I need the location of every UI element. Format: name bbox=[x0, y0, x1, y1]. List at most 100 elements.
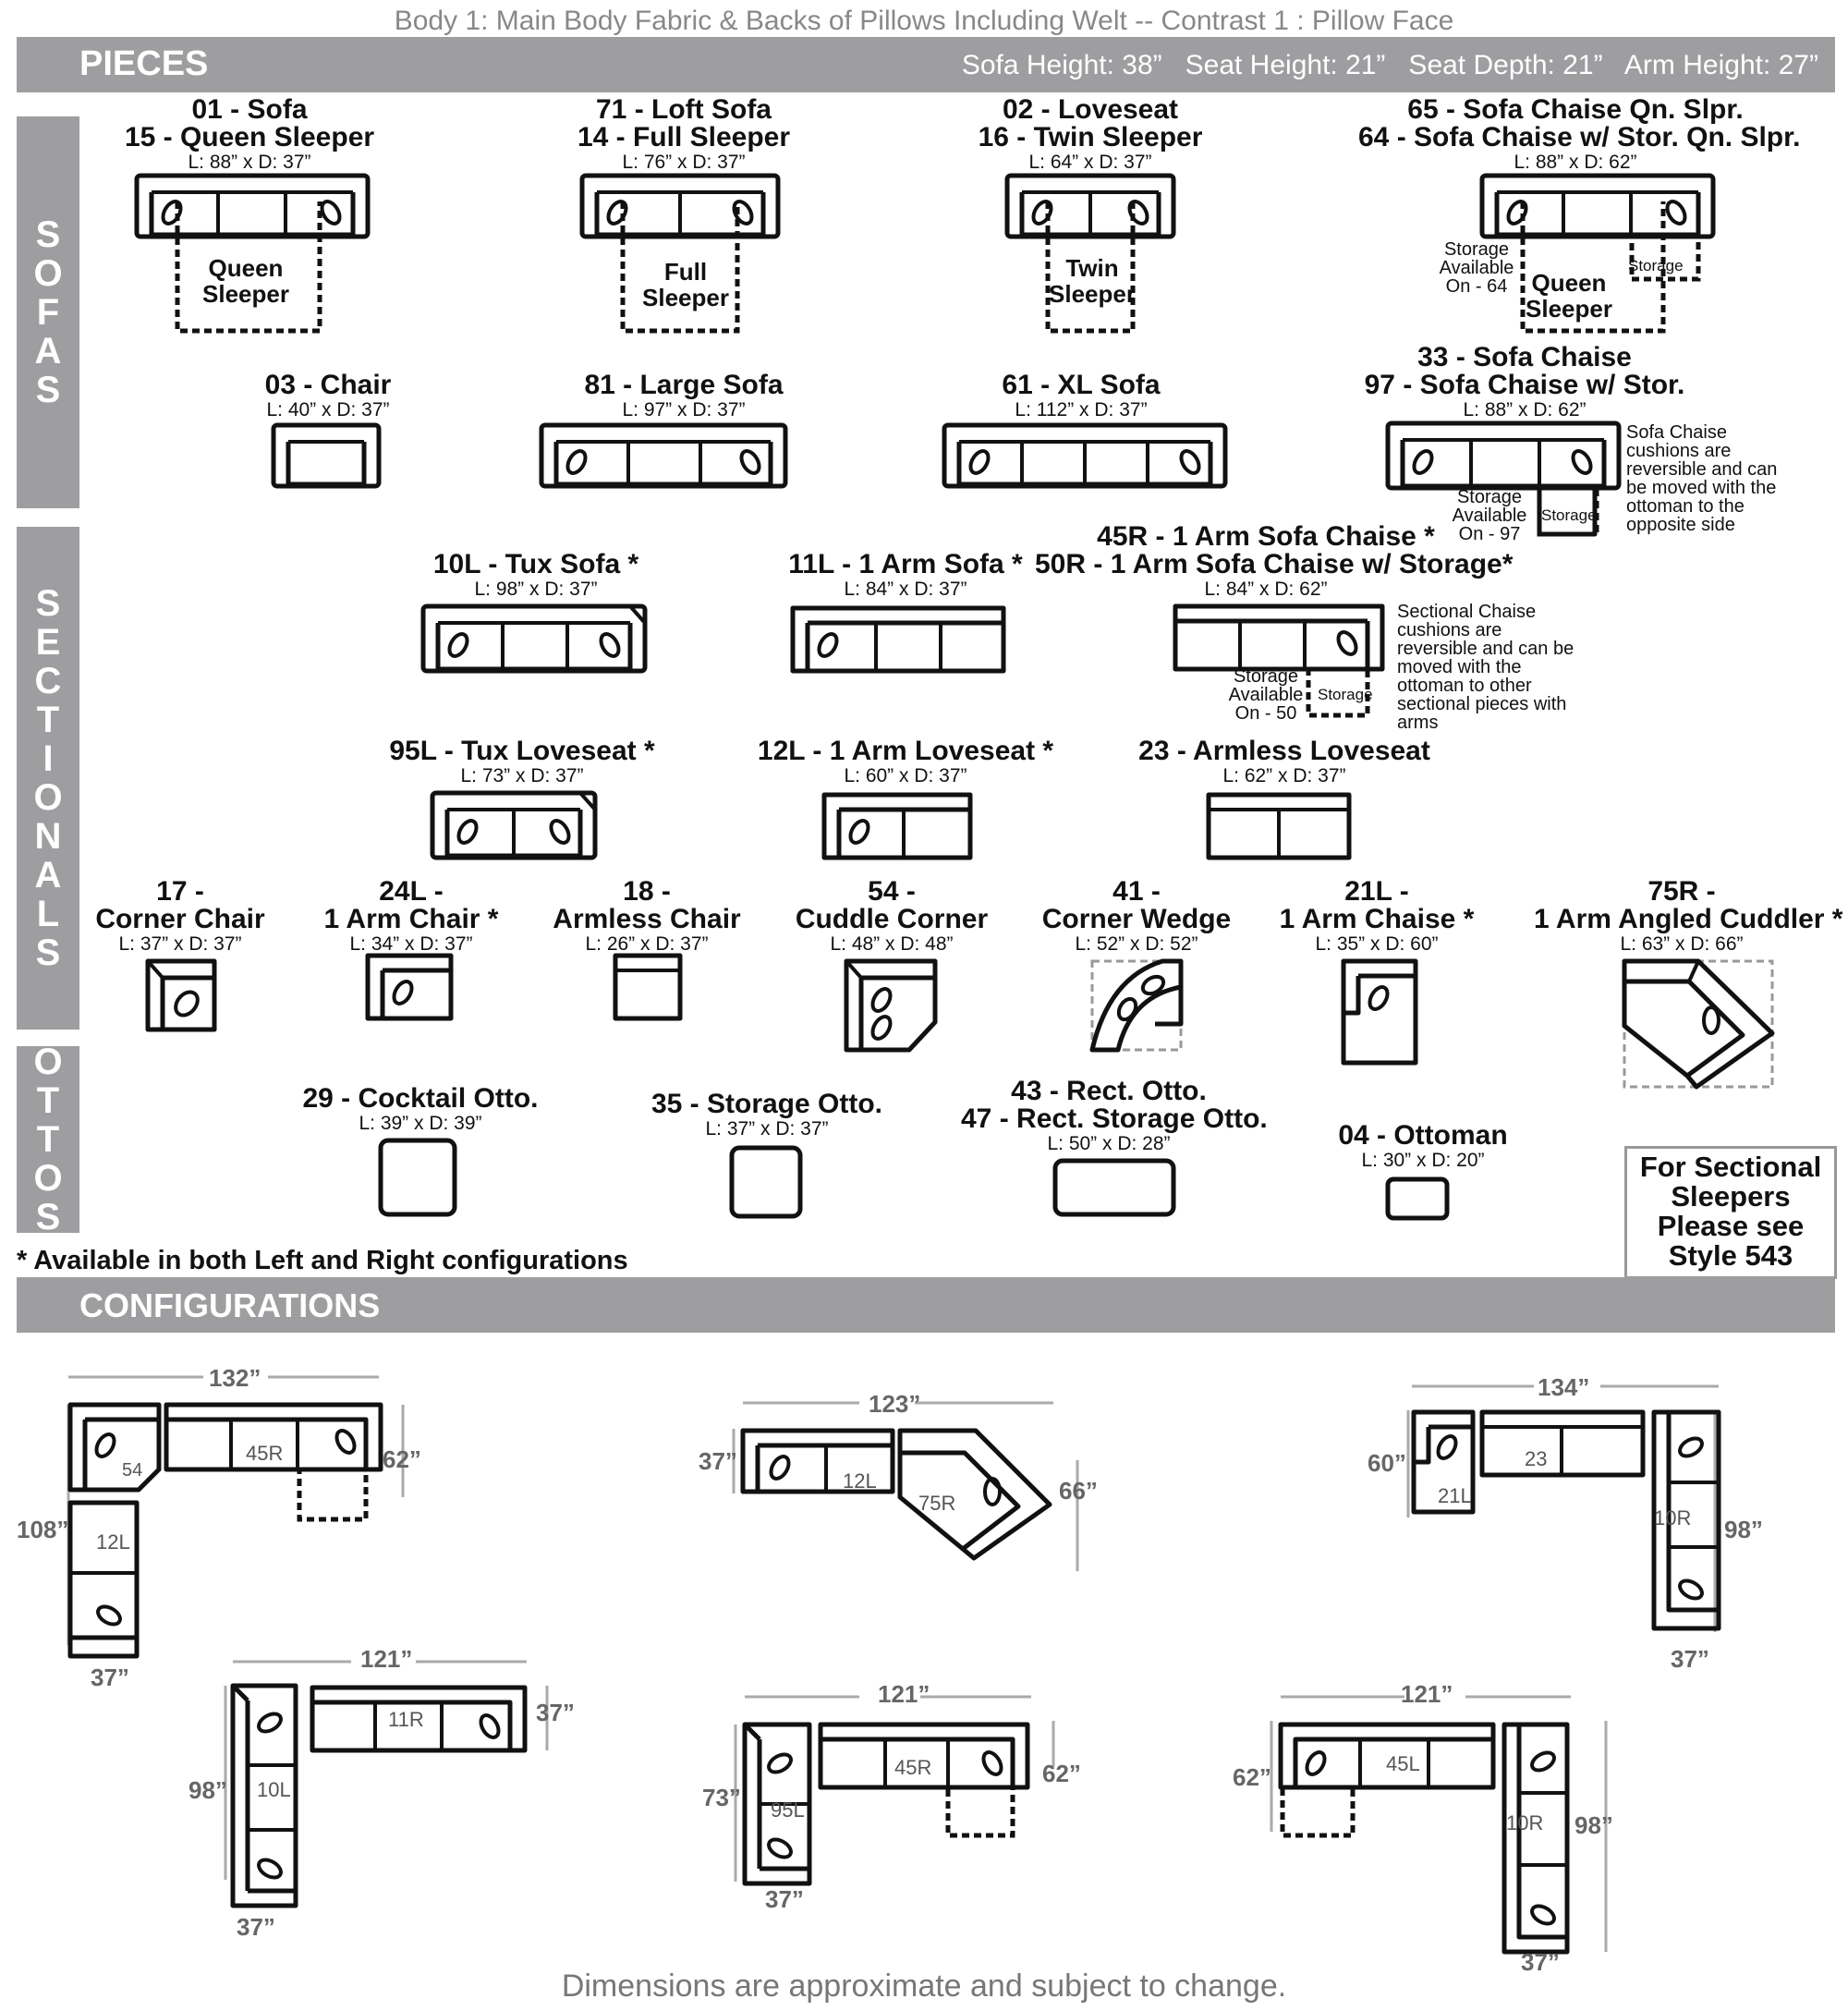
config-5-left-dim: 73” bbox=[702, 1784, 741, 1811]
config-5-piece-45R: 45R bbox=[894, 1756, 932, 1779]
piece-04-ottoman-drawing bbox=[1385, 1176, 1450, 1221]
config-6-bottom-dim: 37” bbox=[1521, 1948, 1560, 1976]
config-3-top-dim: 134” bbox=[1538, 1373, 1590, 1401]
piece-45R-label: 45R - 1 Arm Sofa Chaise *50R - 1 Arm Sof… bbox=[1035, 521, 1514, 601]
piece-17-corner-chair-drawing bbox=[145, 958, 217, 1032]
piece-43-rect-ottoman-drawing bbox=[1052, 1158, 1176, 1217]
piece-21L-label: 21L -1 Arm Chaise *L: 35” x D: 60” bbox=[1279, 876, 1475, 956]
config-4-bottom-dim: 37” bbox=[237, 1913, 275, 1941]
config-3-left-dim: 60” bbox=[1368, 1449, 1406, 1477]
piece-43-label: 43 - Rect. Otto.47 - Rect. Storage Otto.… bbox=[961, 1076, 1268, 1155]
piece-35-label: 35 - Storage Otto.L: 37” x D: 37” bbox=[650, 1089, 883, 1140]
dimensions-disclaimer: Dimensions are approximate and subject t… bbox=[561, 1968, 1287, 2004]
config-5-drawing bbox=[734, 1695, 1055, 1886]
config-5-bottom-dim: 37” bbox=[765, 1885, 804, 1913]
piece-75R-label: 75R -1 Arm Angled Cuddler *L: 63” x D: 6… bbox=[1534, 876, 1843, 956]
config-3-piece-21L: 21L bbox=[1438, 1484, 1472, 1507]
config-2-drawing bbox=[732, 1401, 1079, 1571]
piece-65-storage-tag: Storage bbox=[1628, 257, 1684, 274]
fabric-note: Body 1: Main Body Fabric & Backs of Pill… bbox=[394, 6, 1454, 36]
config-6-right-dim: 98” bbox=[1574, 1811, 1613, 1839]
piece-24L-1-arm-chair-drawing bbox=[365, 953, 454, 1021]
config-2-piece-75R: 75R bbox=[918, 1492, 956, 1515]
config-1-drawing bbox=[67, 1375, 405, 1659]
configurations-header: CONFIGURATIONS bbox=[17, 1277, 1835, 1333]
piece-12L-1-arm-loveseat-drawing bbox=[821, 792, 973, 860]
piece-23-armless-loveseat-drawing bbox=[1206, 792, 1352, 860]
config-5-top-dim: 121” bbox=[878, 1680, 930, 1708]
piece-95L-label: 95L - Tux Loveseat *L: 73” x D: 37” bbox=[389, 736, 655, 787]
pieces-specs: Sofa Height: 38” Seat Height: 21” Seat D… bbox=[961, 50, 1818, 80]
piece-45R-1-arm-sofa-chaise-drawing bbox=[1173, 603, 1385, 718]
config-4-piece-10L: 10L bbox=[257, 1778, 291, 1801]
config-2-left-dim: 37” bbox=[699, 1447, 737, 1475]
piece-01-sofa-drawing bbox=[134, 173, 371, 334]
config-3-piece-10R: 10R bbox=[1654, 1506, 1692, 1530]
config-1-top-dim: 132” bbox=[209, 1364, 261, 1392]
piece-29-cocktail-ottoman-drawing bbox=[378, 1138, 457, 1217]
piece-33-storage-tag: Storage bbox=[1541, 506, 1597, 524]
config-3-piece-23: 23 bbox=[1525, 1447, 1548, 1470]
pieces-title: PIECES bbox=[79, 44, 209, 83]
piece-11L-1-arm-sofa-drawing bbox=[790, 605, 1006, 674]
piece-12L-label: 12L - 1 Arm Loveseat *L: 60” x D: 37” bbox=[757, 736, 1054, 787]
pieces-header: PIECES Sofa Height: 38” Seat Height: 21”… bbox=[17, 37, 1835, 92]
config-6-top-dim: 121” bbox=[1401, 1680, 1453, 1708]
config-1-left-dim: 108” bbox=[17, 1516, 69, 1543]
piece-10L-label: 10L - Tux Sofa *L: 98” x D: 37” bbox=[432, 549, 639, 601]
config-5-right-dim: 62” bbox=[1042, 1760, 1081, 1787]
config-4-top-dim: 121” bbox=[360, 1645, 413, 1673]
piece-29-label: 29 - Cocktail Otto.L: 39” x D: 39” bbox=[302, 1083, 539, 1135]
config-1-bottom-dim: 37” bbox=[91, 1664, 129, 1691]
config-4-right-dim: 37” bbox=[536, 1699, 575, 1726]
piece-75R-angled-cuddler-drawing bbox=[1622, 958, 1775, 1090]
piece-41-corner-wedge-drawing bbox=[1089, 958, 1184, 1053]
piece-21L-1-arm-chaise-drawing bbox=[1341, 958, 1418, 1066]
config-6-piece-10R: 10R bbox=[1506, 1811, 1544, 1834]
config-5-piece-95L: 95L bbox=[771, 1798, 805, 1822]
config-1-right-dim: 62” bbox=[383, 1445, 421, 1473]
piece-33-sofa-chaise-drawing bbox=[1385, 420, 1622, 537]
config-2-right-dim: 66” bbox=[1059, 1477, 1098, 1505]
config-4-piece-11R: 11R bbox=[388, 1708, 424, 1731]
config-3-drawing bbox=[1406, 1384, 1721, 1632]
config-6-drawing bbox=[1270, 1695, 1608, 1955]
piece-18-armless-chair-drawing bbox=[613, 953, 683, 1021]
config-1-piece-54: 54 bbox=[122, 1460, 143, 1481]
config-2-top-dim: 123” bbox=[869, 1390, 921, 1418]
config-3-right-dim: 98” bbox=[1724, 1516, 1763, 1543]
piece-02-loveseat-drawing bbox=[1004, 173, 1176, 334]
piece-54-cuddle-corner-drawing bbox=[844, 958, 938, 1053]
piece-81-large-sofa-drawing bbox=[539, 422, 788, 489]
config-1-piece-12L: 12L bbox=[96, 1530, 130, 1554]
config-6-left-dim: 62” bbox=[1233, 1763, 1271, 1791]
piece-65-sofa-chaise-drawing bbox=[1479, 173, 1716, 334]
config-2-piece-12L: 12L bbox=[843, 1469, 877, 1493]
piece-11L-label: 11L - 1 Arm Sofa *L: 84” x D: 37” bbox=[788, 549, 1023, 601]
piece-10L-tux-sofa-drawing bbox=[420, 603, 648, 674]
config-6-piece-45L: 45L bbox=[1386, 1752, 1420, 1775]
